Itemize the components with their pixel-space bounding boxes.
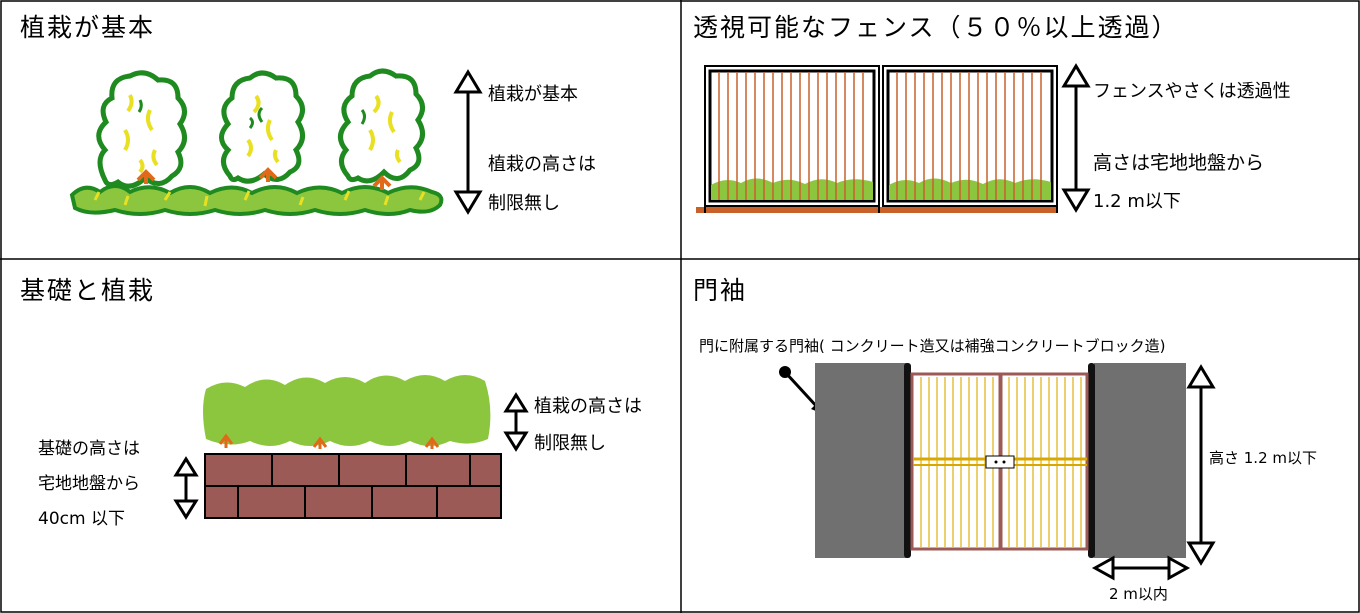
tree-3: [338, 68, 425, 190]
base-planting-illustration: [173, 375, 529, 520]
label-base-height: 基礎の高さは: [38, 439, 140, 459]
panel-base-and-planting: 基礎と植栽 植栽の高さは 制限: [0, 259, 681, 613]
tree-1-trunk: [136, 169, 156, 184]
label-no-limit: 制限無し: [488, 193, 560, 214]
label-base-limit: 40cm 以下: [38, 509, 125, 529]
panel-gate-wing: 門袖 門に附属する門袖( コンクリート造又は補強コンクリートブロック造): [681, 259, 1360, 613]
label-planting-height: 植栽の高さは: [488, 154, 596, 175]
fence-bars: [718, 72, 1042, 200]
hedge: [203, 375, 491, 446]
tree-2: [219, 70, 305, 184]
gate: [910, 372, 1089, 551]
panel-title: 透視可能なフェンス（５０％以上透過）: [693, 13, 1179, 42]
panel-title: 植栽が基本: [20, 13, 156, 42]
gate-wing-caption: 門に附属する門袖( コンクリート造又は補強コンクリートブロック造): [699, 337, 1166, 355]
tree-2-trunk: [258, 167, 278, 182]
label-gate-wing-width: 2 m以内: [1109, 585, 1168, 603]
panel-planting-basic: 植栽が基本: [0, 0, 681, 259]
left-gate-wing: [815, 363, 907, 558]
panel-title: 基礎と植栽: [20, 276, 156, 305]
label-no-limit: 制限無し: [534, 433, 606, 454]
base-height-arrow: [173, 456, 199, 520]
height-arrow: [1061, 63, 1091, 213]
brick-foundation: [204, 453, 502, 519]
gate-illustration: [779, 363, 1216, 581]
panel-title: 門袖: [693, 276, 748, 305]
height-arrow: [453, 69, 483, 215]
plant-height-arrow: [503, 392, 529, 452]
label-height-limit: 1.2 m以下: [1093, 191, 1181, 212]
label-planting-basic: 植栽が基本: [488, 84, 578, 105]
gate-wing-width-arrow: [1091, 555, 1191, 581]
label-plant-height: 植栽の高さは: [534, 396, 642, 417]
gate-height-arrow: [1186, 364, 1216, 566]
tree-1: [96, 70, 187, 189]
tree-3-trunk: [372, 175, 392, 190]
panel-see-through-fence: 透視可能なフェンス（５０％以上透過）: [681, 0, 1360, 259]
tree-illustration: [69, 68, 483, 216]
label-height-from-ground: 高さは宅地地盤から: [1093, 152, 1265, 174]
ground-line: [696, 207, 1058, 213]
fence-illustration: [696, 63, 1091, 213]
label-fence-transparency: フェンスやさくは透過性: [1093, 81, 1291, 102]
right-gate-wing: [1094, 363, 1186, 558]
label-from-ground: 宅地地盤から: [38, 474, 140, 494]
label-gate-height: 高さ 1.2 m以下: [1209, 449, 1318, 467]
